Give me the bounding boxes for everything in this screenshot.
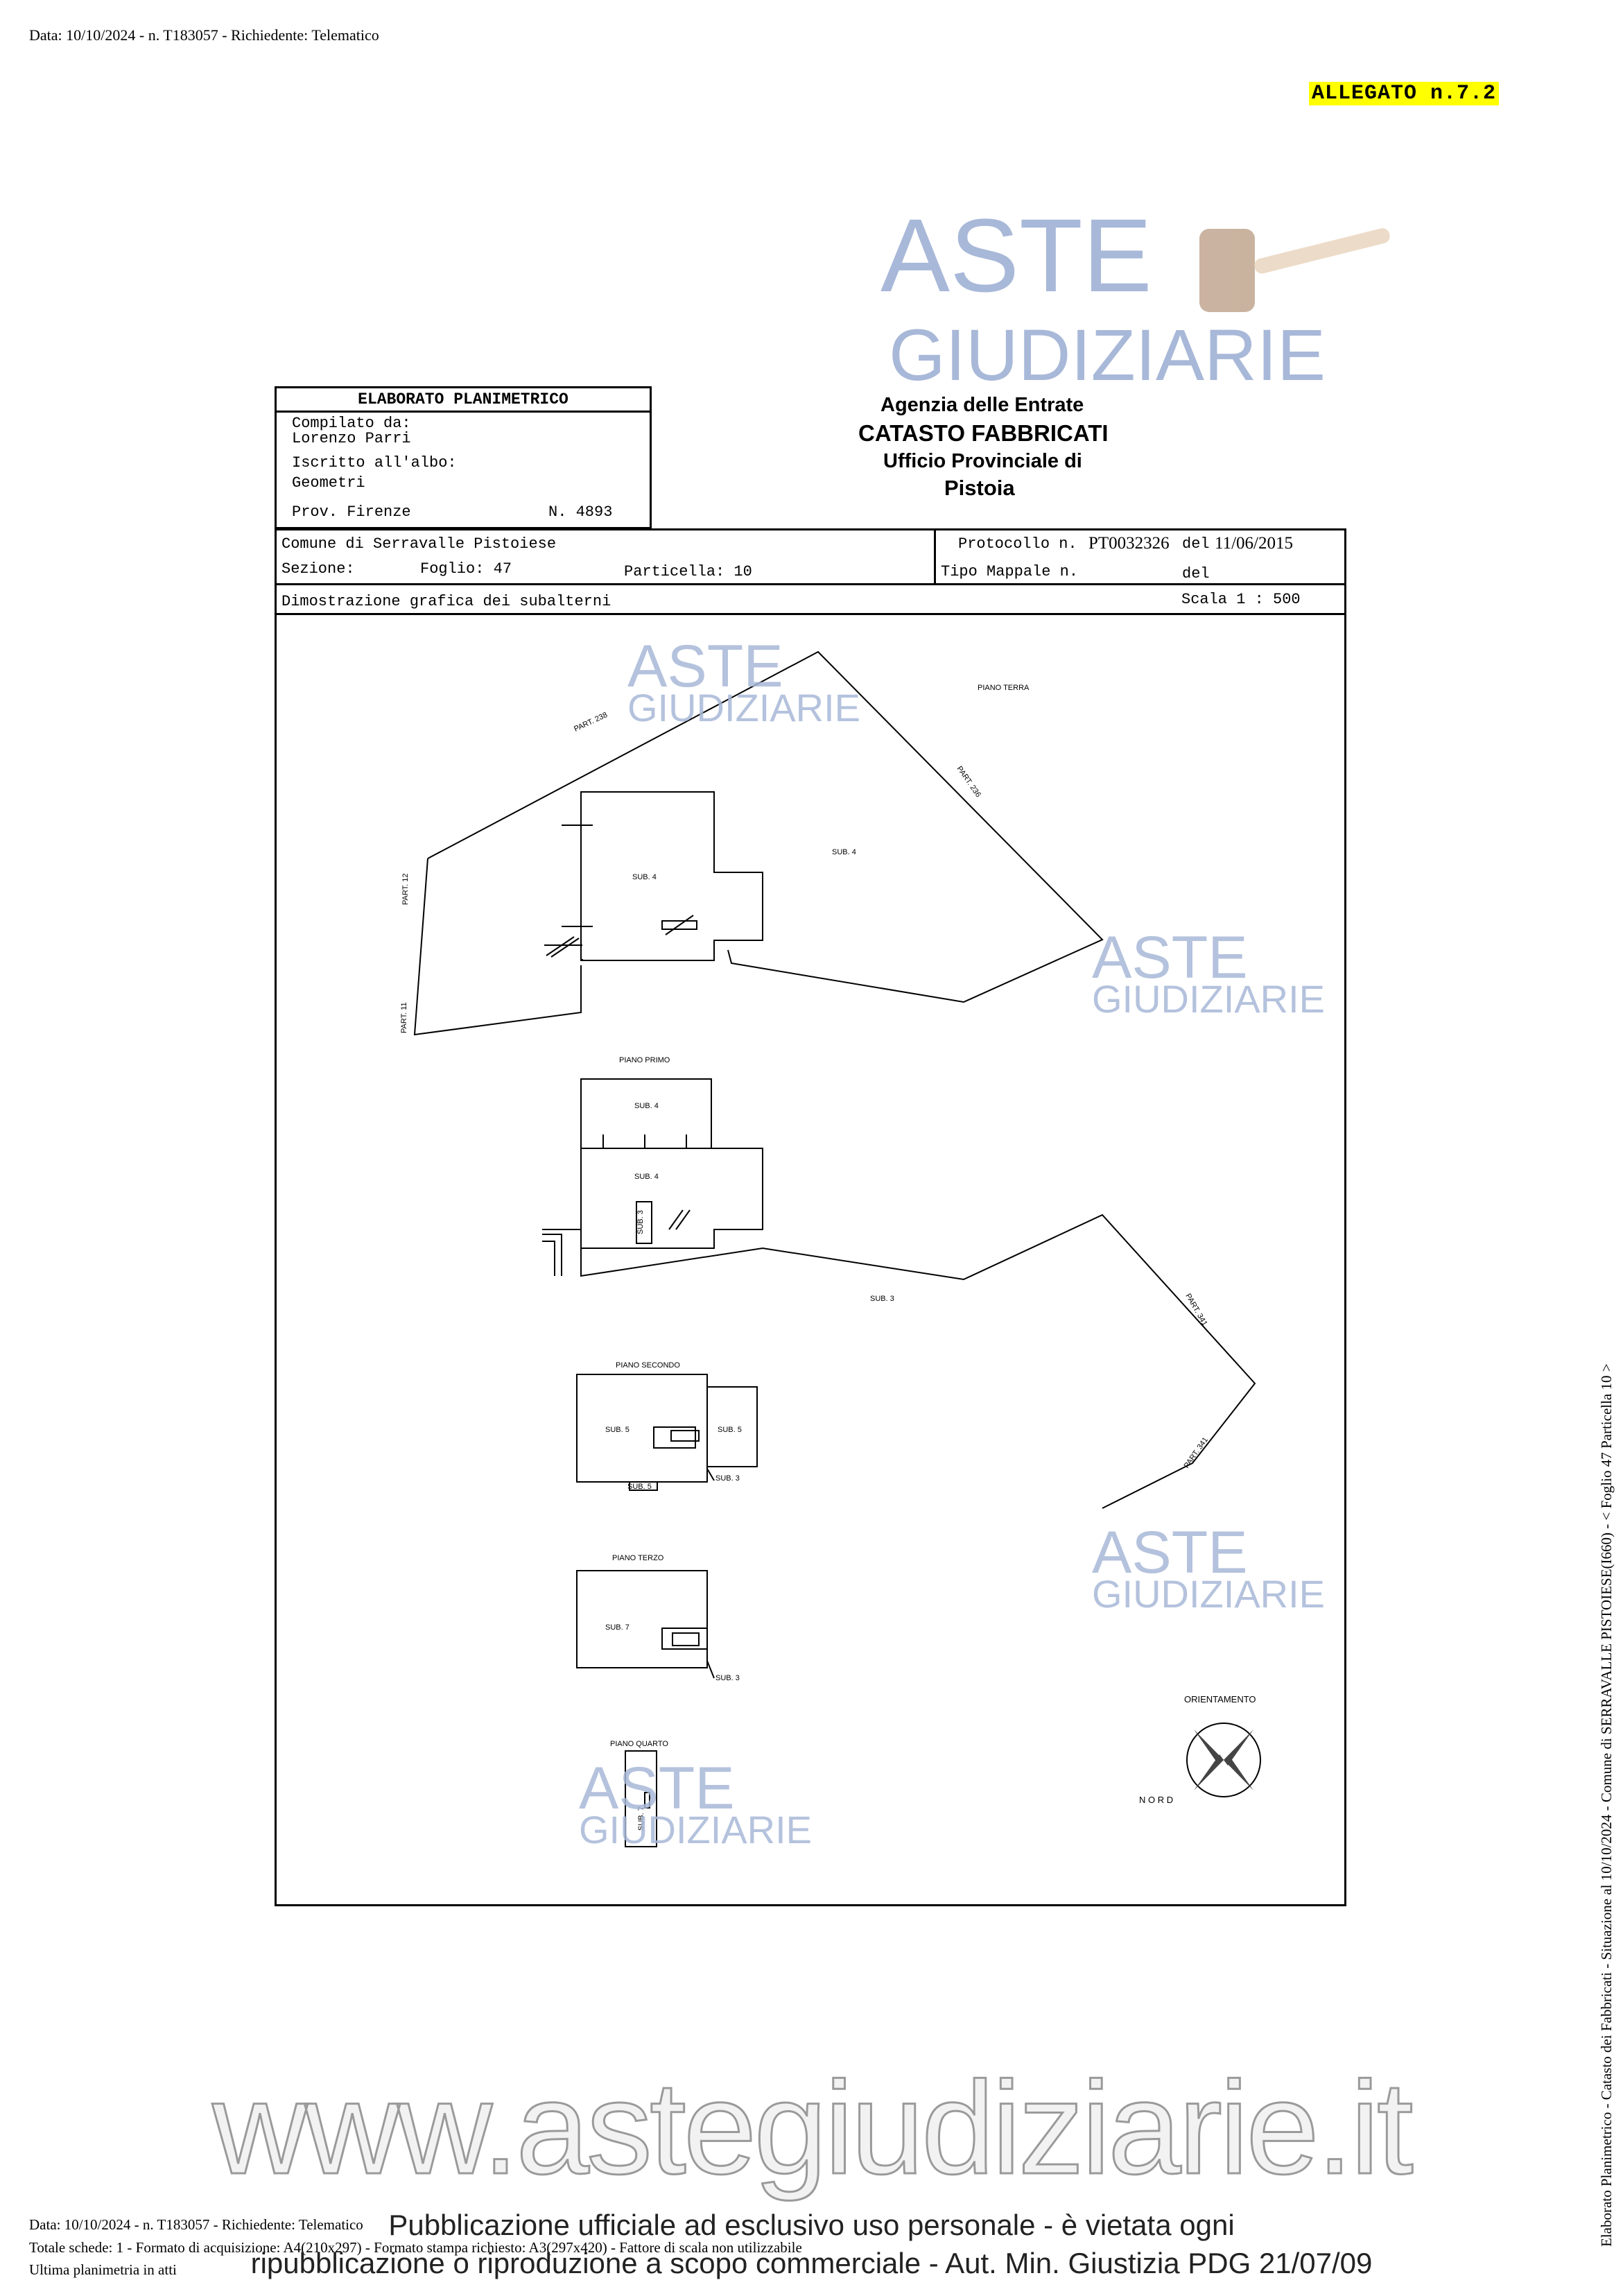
dimostrazione-label: Dimostrazione grafica dei subalterni	[281, 593, 611, 610]
watermark-logo-4: ASTE GIUDIZIARIE	[579, 1755, 812, 1852]
protocollo-date: 11/06/2015	[1215, 534, 1293, 553]
compass-star-icon	[1194, 1729, 1253, 1790]
agenzia-line2: CATASTO FABBRICATI	[858, 420, 1109, 446]
label-sub5-secondo-right: SUB. 5	[718, 1426, 742, 1434]
agenzia-line1: Agenzia delle Entrate	[880, 394, 1084, 416]
svg-text:GIUDIZIARIE: GIUDIZIARIE	[579, 1808, 812, 1852]
albo-value: Geometri	[292, 474, 365, 492]
label-part-11: PART. 11	[400, 1002, 408, 1033]
label-sub3-secondo: SUB. 3	[715, 1474, 740, 1483]
agenzia-line4: Pistoia	[944, 476, 1015, 501]
protocollo-label: Protocollo n.	[958, 535, 1077, 553]
allegato-badge: ALLEGATO n.7.2	[1309, 82, 1500, 105]
label-sub4-terra-outer: SUB. 4	[832, 848, 856, 856]
plan-frame	[275, 528, 1346, 1906]
label-sub3-primo: SUB. 3	[870, 1295, 894, 1303]
watermark-logos: ASTE GIUDIZIARIE ASTE GIUDIZIARIE ASTE G…	[579, 633, 1325, 1852]
label-part-341-lower: PART. 341	[1183, 1436, 1210, 1470]
compilato-label: Compilato da:	[292, 415, 411, 432]
iscritto-label: Iscritto all'albo:	[292, 454, 457, 472]
label-sub7-terzo: SUB. 7	[605, 1623, 630, 1632]
watermark-logo-2: ASTE GIUDIZIARIE	[1092, 924, 1325, 1021]
tipo-mappale-del-label: del	[1182, 565, 1210, 582]
label-part-12: PART. 12	[401, 874, 410, 905]
divider-1	[275, 583, 1346, 585]
particella-value: Particella: 10	[624, 563, 752, 580]
scala-value: Scala 1 : 500	[1181, 591, 1301, 608]
building-terzo	[576, 1570, 708, 1668]
svg-text:ASTE: ASTE	[579, 1755, 735, 1822]
label-sub4-primo-upper: SUB. 4	[634, 1102, 659, 1110]
building-secondo	[576, 1374, 708, 1483]
label-part-238: PART. 238	[573, 711, 609, 734]
logo-line2: GIUDIZIARIE	[889, 315, 1326, 395]
svg-text:GIUDIZIARIE: GIUDIZIARIE	[1092, 1572, 1325, 1616]
divider-2	[275, 613, 1346, 615]
building-primo-lower	[580, 1148, 763, 1249]
label-sub7-quarto: SUB. 7	[637, 1806, 645, 1831]
gavel-icon	[1199, 228, 1390, 312]
plan-drawing: PIANO TERRA PART. 238 PART. 236 PART. 12…	[400, 633, 1325, 1852]
publication-note-1: Pubblicazione ufficiale ad esclusivo uso…	[388, 2209, 1235, 2241]
svg-text:GIUDIZIARIE: GIUDIZIARIE	[1092, 977, 1325, 1021]
label-piano-secondo: PIANO SECONDO	[616, 1361, 680, 1370]
svg-text:ASTE: ASTE	[1092, 924, 1248, 991]
watermark-logo-3: ASTE GIUDIZIARIE	[1092, 1519, 1325, 1616]
label-piano-terzo: PIANO TERZO	[612, 1554, 664, 1562]
side-vertical-text: Elaborato Planimetrico - Catasto dei Fab…	[1598, 1363, 1615, 2247]
agenzia-line3: Ufficio Provinciale di	[883, 449, 1082, 472]
label-sub4-primo-lower: SUB. 4	[634, 1173, 659, 1181]
header-date-line: Data: 10/10/2024 - n. T183057 - Richiede…	[29, 26, 379, 44]
svg-text:ASTE: ASTE	[1092, 1519, 1248, 1586]
foglio-value: Foglio: 47	[420, 560, 512, 578]
label-piano-primo: PIANO PRIMO	[619, 1056, 670, 1064]
label-sub5-secondo-bottom: SUB. 5	[627, 1483, 652, 1491]
lot-outline-terra	[427, 650, 1104, 1003]
footer-totale-line: Totale schede: 1 - Formato di acquisizio…	[29, 2238, 802, 2256]
divider-vertical	[934, 528, 936, 584]
protocollo-del-label: del	[1182, 535, 1210, 553]
label-piano-terra: PIANO TERRA	[978, 684, 1030, 692]
elaborato-box: ELABORATO PLANIMETRICO Compilato da: Lor…	[275, 386, 652, 529]
label-orientamento: ORIENTAMENTO	[1184, 1694, 1256, 1704]
watermark-url: www.astegiudiziarie.it	[211, 2054, 1414, 2203]
comune-value: Comune di Serravalle Pistoiese	[281, 535, 557, 553]
compass-icon	[1186, 1723, 1261, 1797]
lot-west-edge	[413, 858, 582, 1036]
tipo-mappale-label: Tipo Mappale n.	[941, 563, 1079, 580]
label-sub5-secondo: SUB. 5	[605, 1426, 630, 1434]
footer-ultima-line: Ultima planimetria in atti	[29, 2261, 177, 2279]
building-quarto	[625, 1750, 657, 1847]
svg-text:ASTE: ASTE	[627, 633, 783, 700]
footer-block: Data: 10/10/2024 - n. T183057 - Richiede…	[29, 2213, 802, 2281]
svg-text:GIUDIZIARIE: GIUDIZIARIE	[627, 686, 860, 730]
label-sub3-terzo: SUB. 3	[715, 1674, 740, 1682]
agenzia-block: Agenzia delle Entrate CATASTO FABBRICATI…	[858, 392, 1407, 503]
footer-data-line: Data: 10/10/2024 - n. T183057 - Richiede…	[29, 2216, 363, 2233]
logo-line1: ASTE	[880, 201, 1152, 313]
building-primo-upper	[580, 1078, 712, 1149]
watermark-logo-1: ASTE GIUDIZIARIE	[627, 633, 860, 730]
publication-note-2: ripubblicazione o riproduzione a scopo c…	[250, 2247, 1373, 2279]
building-terra	[580, 791, 763, 961]
protocollo-value: PT0032326	[1088, 534, 1170, 553]
prov-value: Prov. Firenze	[292, 503, 411, 521]
sezione-label: Sezione:	[281, 560, 355, 578]
label-sub4-terra: SUB. 4	[632, 873, 657, 881]
compilato-name: Lorenzo Parri	[292, 430, 411, 447]
elaborato-title: ELABORATO PLANIMETRICO	[277, 388, 650, 413]
label-piano-quarto: PIANO QUARTO	[610, 1740, 668, 1748]
label-sub3-stair: SUB. 3	[636, 1210, 645, 1234]
label-nord: N O R D	[1139, 1795, 1173, 1805]
albo-number: N. 4893	[548, 503, 613, 521]
aste-giudiziarie-logo: ASTE GIUDIZIARIE	[880, 201, 1390, 395]
